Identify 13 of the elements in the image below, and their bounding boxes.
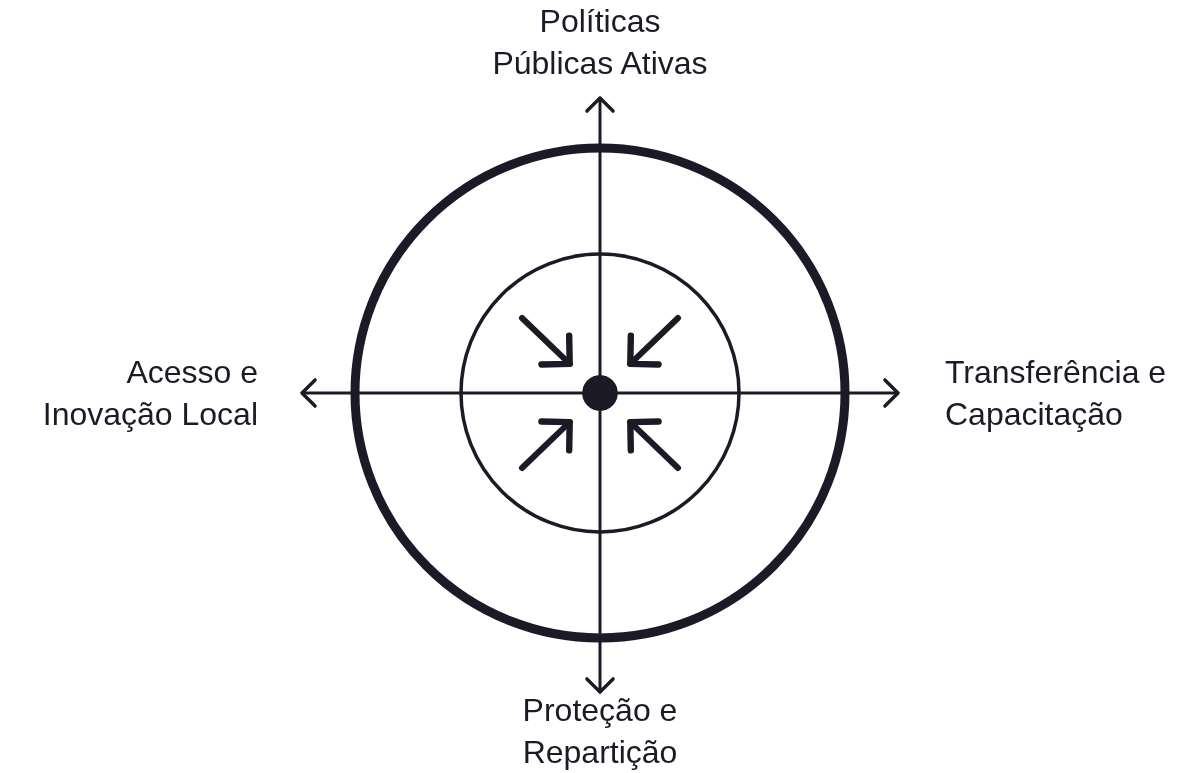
- axis-arrow: [616, 378, 900, 408]
- inward-arrow: [519, 315, 573, 368]
- axis-label: Transferência e Capacitação: [898, 348, 1199, 438]
- axis-arrow: [585, 96, 615, 377]
- center-dot: [582, 375, 618, 411]
- inward-arrow: [627, 315, 681, 368]
- inward-arrow: [519, 418, 573, 471]
- axis-label: Acesso e Inovação Local: [0, 348, 302, 438]
- axis-arrow: [585, 409, 615, 694]
- axis-label: Políticas Públicas Ativas: [477, 0, 723, 98]
- inward-arrow: [627, 418, 681, 471]
- axis-label: Proteção e Repartição: [490, 692, 710, 773]
- axis-arrow: [300, 378, 584, 408]
